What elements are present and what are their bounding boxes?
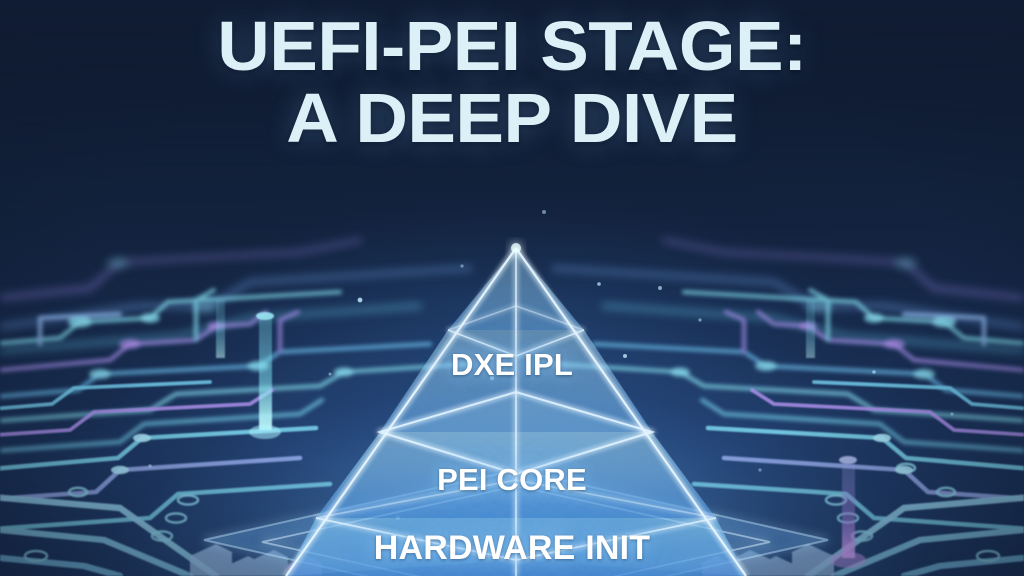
pyramid-label-hardware-init: HARDWARE INIT [373, 529, 651, 567]
page-title-line-1: UEFI-PEI STAGE: [217, 7, 807, 85]
page-title: UEFI-PEI STAGE: A DEEP DIVE [0, 10, 1024, 154]
pyramid-label-pei-core: PEI CORE [437, 462, 587, 497]
pyramid-label-dxe-ipl: DXE IPL [451, 347, 573, 382]
page-title-line-2: A DEEP DIVE [286, 79, 738, 157]
